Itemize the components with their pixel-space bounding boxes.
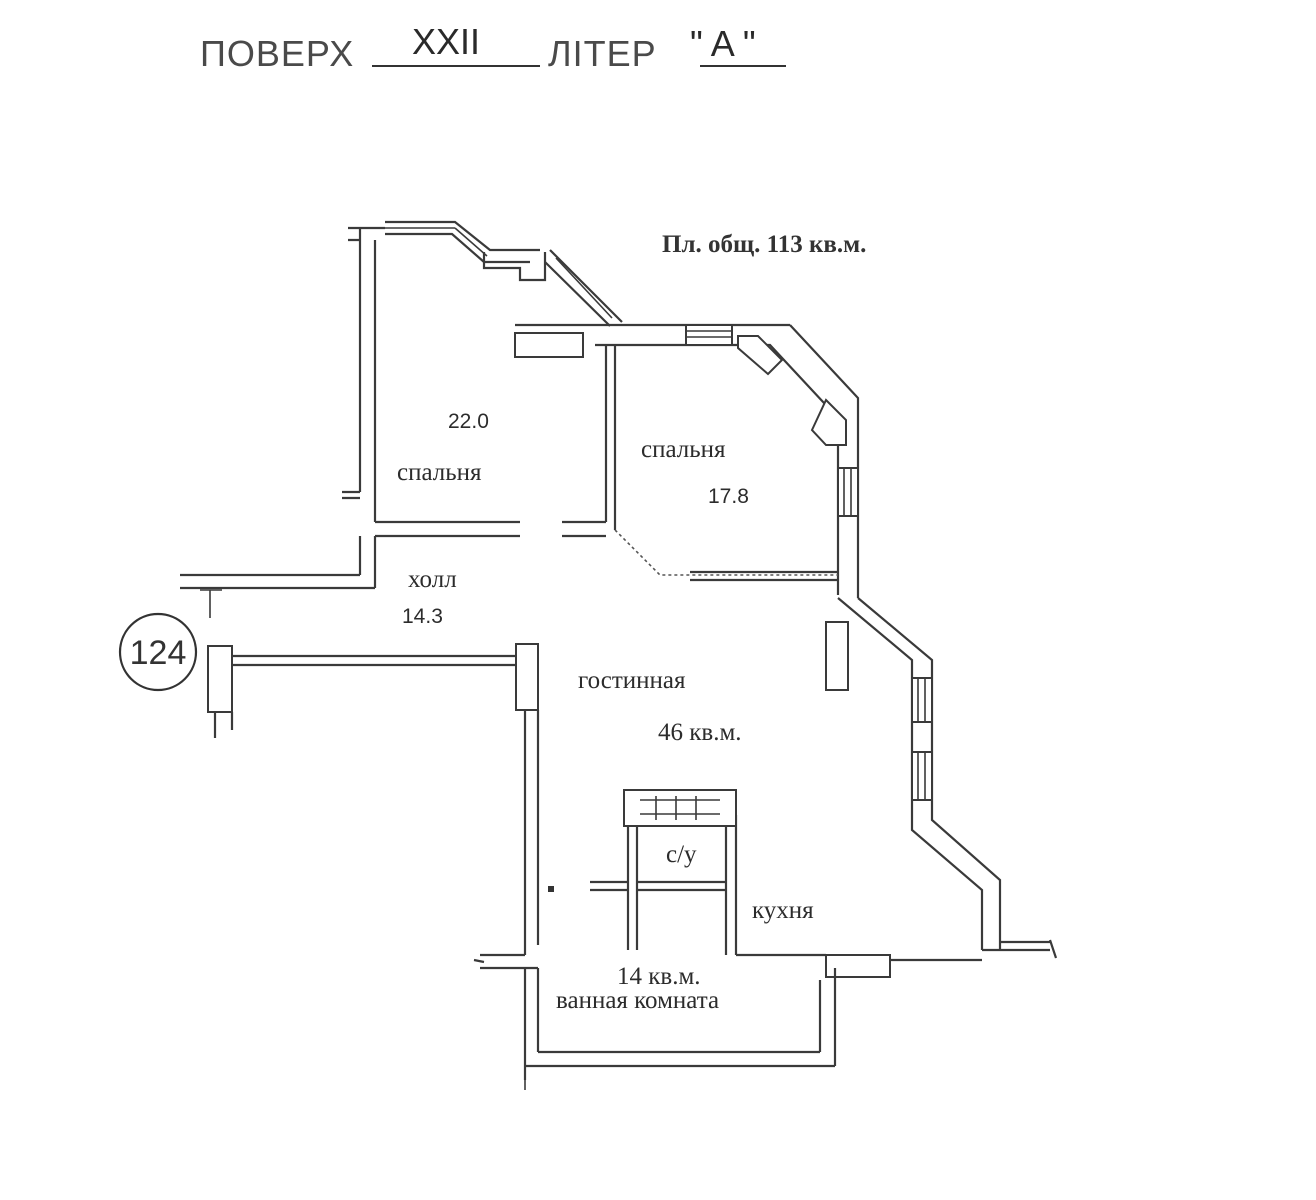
total-area: Пл. общ. 113 кв.м. <box>662 231 866 258</box>
apartment-number: 124 <box>130 634 187 672</box>
room-living: гостинная 46 кв.м. <box>578 667 742 746</box>
room-hall: холл 14.3 <box>402 566 457 628</box>
room-bedroom-right: спальня 17.8 <box>641 436 749 508</box>
floor-value: XXII <box>412 21 480 62</box>
bathroom-label: ванная комната <box>556 987 719 1014</box>
hall-label: холл <box>408 566 457 593</box>
room-bathroom: 14 кв.м. ванная комната <box>556 963 719 1014</box>
room-kitchen: кухня <box>752 897 814 924</box>
bedroom-left-label: спальня <box>397 459 482 486</box>
bedroom-right-label: спальня <box>641 436 726 463</box>
letter-label: ЛІТЕР <box>548 33 657 74</box>
bedroom-right-area: 17.8 <box>708 485 749 508</box>
kitchen-label: кухня <box>752 897 814 924</box>
header: ПОВЕРХ XXII ЛІТЕР " A " <box>200 21 786 74</box>
wc-label: с/у <box>666 841 697 868</box>
bathroom-area: 14 кв.м. <box>617 963 701 990</box>
apartment-number-badge: 124 <box>118 612 198 692</box>
living-area: 46 кв.м. <box>658 719 742 746</box>
letter-value: " A " <box>690 23 756 64</box>
living-label: гостинная <box>578 667 686 694</box>
walls <box>180 220 1058 1090</box>
room-wc: с/у <box>666 841 697 868</box>
floor-label: ПОВЕРХ <box>200 33 354 74</box>
bedroom-left-area: 22.0 <box>448 410 489 433</box>
room-bedroom-left: 22.0 спальня <box>397 410 489 486</box>
hall-area: 14.3 <box>402 605 443 628</box>
